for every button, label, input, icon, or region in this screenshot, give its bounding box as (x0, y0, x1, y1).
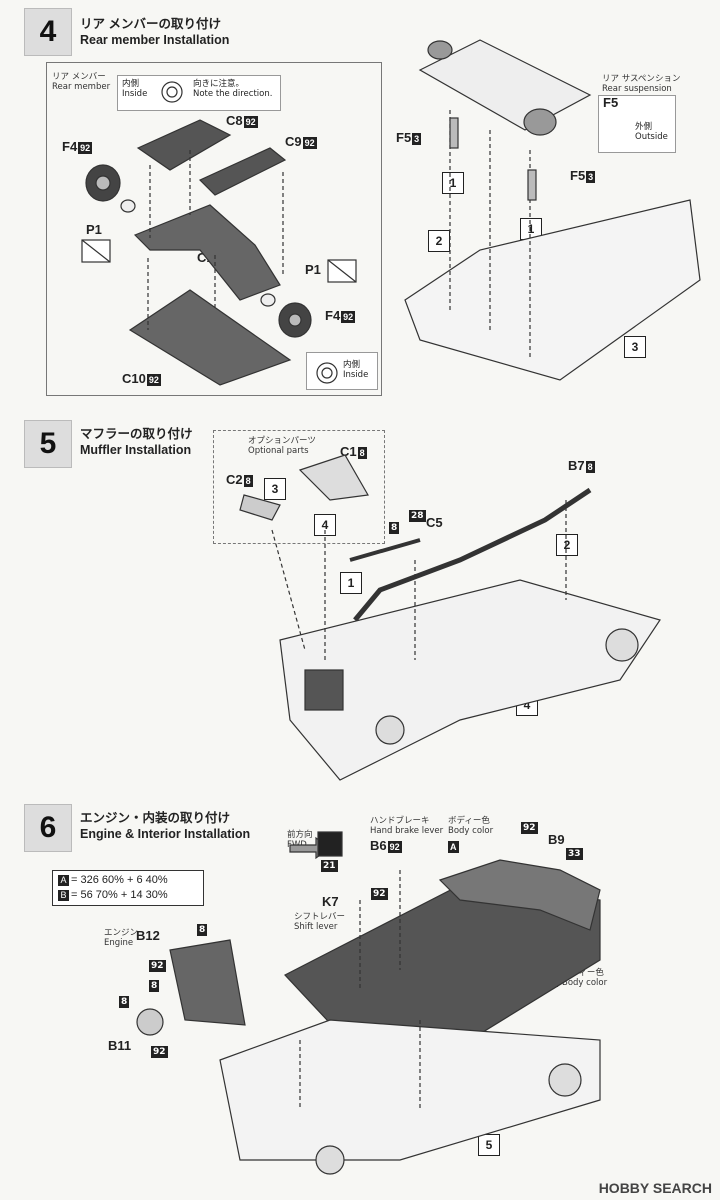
body-color-en-right: Body color (562, 978, 608, 988)
rear-suspension-label: リア サスペンション Rear suspension (602, 74, 680, 94)
step-4-title-en: Rear member Installation (80, 33, 230, 47)
k7-paint-21: 21 (321, 860, 338, 872)
rear-member-label: リア メンバー Rear member (52, 72, 110, 92)
muffler-drawing (239, 454, 661, 781)
step5-ref-1: 1 (340, 572, 362, 594)
engine-paint-92-a: 92 (149, 960, 166, 972)
body-color-en-top: Body color (448, 826, 494, 836)
shift-lever-label: シフトレバー Shift lever (294, 912, 345, 932)
part-p1-left: P1 (86, 222, 102, 237)
step4-ref-1-left: 1 (442, 172, 464, 194)
inside-note-jp: 内側 (343, 360, 361, 370)
part-c5: C5 (426, 515, 443, 530)
step-5-title-jp: マフラーの取り付け (80, 427, 193, 441)
engine-jp: エンジン (104, 928, 139, 938)
handbrake-en: Hand brake lever (370, 826, 444, 836)
shift-lever-jp: シフトレバー (294, 912, 346, 922)
step-6-number: 6 (24, 804, 72, 852)
step-6-title-en: Engine & Interior Installation (80, 827, 251, 841)
paint-mix-b: B= 56 70% + 14 30% (58, 888, 198, 903)
fwd-jp: 前方向 (287, 830, 313, 840)
step4-ref-2: 2 (428, 230, 450, 252)
c5-paint-8: 8 (389, 522, 400, 534)
step-4-number: 4 (24, 8, 72, 56)
outside-note-en: Outside (635, 132, 668, 142)
part-b9: B9 (548, 832, 565, 847)
f5-note-label: F5 (603, 95, 619, 110)
hobby-search-watermark: HOBBY SEARCH (598, 1180, 712, 1196)
optional-parts-jp: オプションパーツ (248, 436, 316, 446)
engine-label: エンジン Engine (104, 928, 138, 948)
b9-paint-92: 92 (521, 822, 538, 834)
step4-ref-3: 3 (624, 336, 646, 358)
body-color-jp-right: ボディー色 (562, 968, 604, 978)
engine-paint-8-b: 8 (149, 980, 160, 992)
optional-parts-panel (213, 430, 385, 544)
step-6-title: エンジン・内装の取り付け Engine & Interior Installat… (80, 810, 250, 842)
direction-note-en2: Note the direction. (193, 89, 273, 99)
rear-member-drawing (81, 81, 357, 386)
b9-paint-33: 33 (566, 848, 583, 860)
part-k7: K7 (322, 894, 339, 909)
step-4-title-jp: リア メンバーの取り付け (80, 17, 221, 31)
rear-member-label-jp: リア メンバー (52, 72, 106, 82)
paint-mix-a: A= 326 60% + 6 40% (58, 873, 198, 888)
body-color-label-top: ボディー色 Body color (448, 816, 493, 836)
step-4-title: リア メンバーの取り付け Rear member Installation (80, 16, 229, 48)
k7-paint-92: 92 (371, 888, 388, 900)
step5-ref-2: 2 (556, 534, 578, 556)
rear-suspension-drawing (404, 39, 701, 381)
inside-note-en: Inside (343, 370, 369, 380)
handbrake-label: ハンドブレーキ Hand brake lever (370, 816, 443, 836)
step5-ref-4: 4 (314, 514, 336, 536)
outside-note-jp: 外側 (635, 122, 653, 132)
step-5-number: 5 (24, 420, 72, 468)
step5-ref-3: 3 (264, 478, 286, 500)
engine-en: Engine (104, 938, 134, 948)
engine-paint-8-c: 8 (119, 996, 130, 1008)
direction-note-jp1: 内側 (122, 79, 140, 89)
paint-mix-box: A= 326 60% + 6 40% B= 56 70% + 14 30% (52, 870, 204, 906)
step-6-title-jp: エンジン・内装の取り付け (80, 811, 231, 825)
interior-drawing (136, 831, 601, 1175)
direction-note-jp2: 向きに注意。 (193, 79, 245, 89)
step-5-title-en: Muffler Installation (80, 443, 192, 457)
c5-paint-28: 28 (409, 510, 426, 522)
handbrake-jp: ハンドブレーキ (370, 816, 430, 826)
part-b11: B11 (108, 1038, 132, 1053)
step-5-title: マフラーの取り付け Muffler Installation (80, 426, 193, 458)
shift-lever-en: Shift lever (294, 922, 338, 932)
engine-paint-8-a: 8 (197, 924, 208, 936)
direction-note-en1: Inside (122, 89, 148, 99)
engine-paint-92-b: 92 (151, 1046, 168, 1058)
rear-suspension-jp: リア サスペンション (602, 74, 681, 84)
body-color-jp-top: ボディー色 (448, 816, 490, 826)
optional-parts-en: Optional parts (248, 446, 309, 456)
step6-ref-prev: 5 (478, 1134, 500, 1156)
rear-member-label-en: Rear member (52, 82, 111, 92)
optional-parts-label: オプションパーツ Optional parts (248, 436, 316, 456)
body-color-label-right: ボディー色 Body color (562, 968, 607, 988)
rear-suspension-en: Rear suspension (602, 84, 672, 94)
part-a-top: A (448, 840, 459, 853)
rear-member-panel (46, 62, 382, 396)
part-p1-right: P1 (305, 262, 321, 277)
part-b12: B12 (136, 928, 160, 943)
